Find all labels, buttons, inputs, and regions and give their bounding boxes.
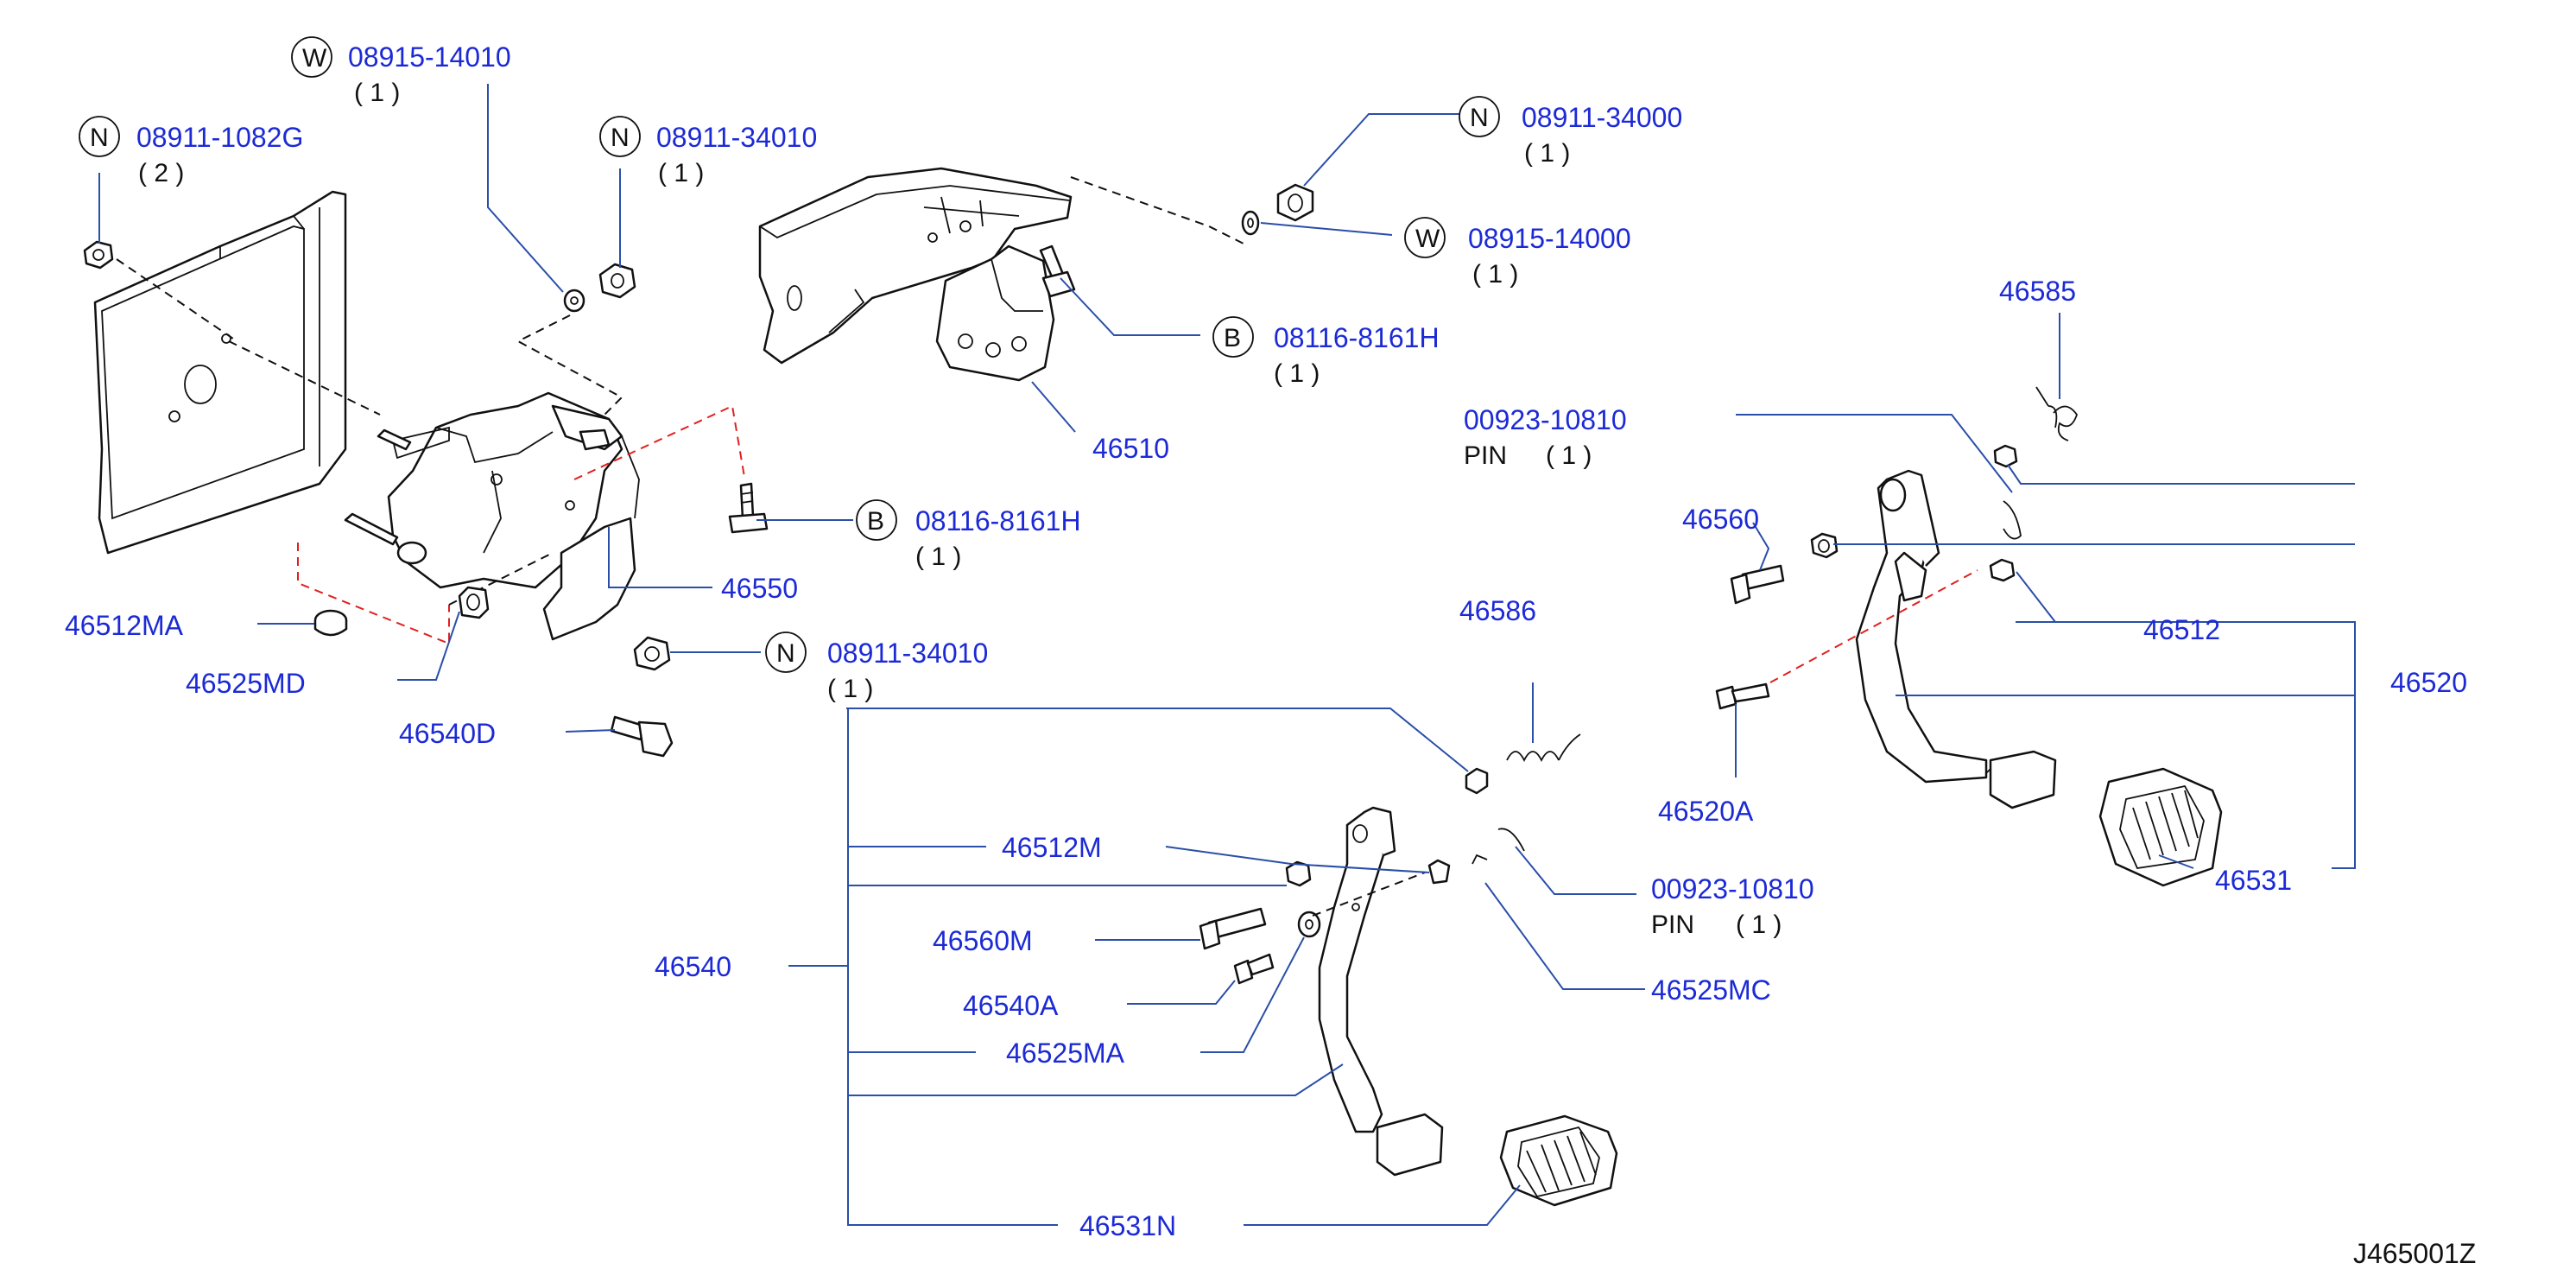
bolt-08116-8161h-mid-drawing bbox=[728, 482, 769, 534]
dash-panel-drawing bbox=[93, 190, 347, 555]
washer-08915-14010-drawing bbox=[563, 289, 585, 313]
bolt-46540a-drawing bbox=[1233, 953, 1275, 985]
label-46531n: 46531N bbox=[1079, 1210, 1176, 1241]
bolt-46560m-drawing bbox=[1199, 907, 1267, 950]
label-08911-34010-mid: 08911-34010 bbox=[827, 638, 988, 669]
label-08116-8161h-mid: 08116-8161H bbox=[915, 505, 1081, 536]
label-46525md: 46525MD bbox=[186, 668, 306, 699]
label-46560m: 46560M bbox=[933, 925, 1033, 956]
pin-desc-bottom: PIN bbox=[1651, 911, 1694, 939]
pad-46531-drawing bbox=[2098, 767, 2223, 887]
label-08116-8161h-top: 08116-8161H bbox=[1274, 322, 1440, 353]
bracket-nut-dash bbox=[1070, 176, 1244, 244]
label-46525ma: 46525MA bbox=[1006, 1038, 1125, 1069]
spring-nut-drawing bbox=[1993, 444, 2018, 468]
bushing-46560-drawing bbox=[1810, 532, 1839, 559]
bolt-08116-8161h-top-drawing bbox=[1039, 244, 1076, 298]
qty-08911-34010-top: ( 1 ) bbox=[658, 159, 704, 187]
leader-lines bbox=[98, 84, 2356, 1226]
prefix-circles bbox=[79, 36, 1500, 673]
bushing-46525md-drawing bbox=[458, 586, 490, 619]
label-08915-14010: 08915-14010 bbox=[348, 41, 511, 73]
collar-top-drawing bbox=[1465, 767, 1489, 795]
label-08911-34000: 08911-34000 bbox=[1522, 102, 1682, 133]
prefix-n-08911-1082g: N bbox=[90, 124, 109, 152]
spring-46586-drawing bbox=[1506, 733, 1581, 763]
label-46520: 46520 bbox=[2390, 667, 2467, 698]
label-00923-10810-top: 00923-10810 bbox=[1464, 404, 1627, 435]
bracket-46510-drawing bbox=[758, 167, 1073, 382]
label-08915-14000: 08915-14000 bbox=[1468, 223, 1631, 254]
label-08911-1082g: 08911-1082G bbox=[136, 122, 303, 153]
nut-46512-drawing bbox=[1989, 558, 2016, 582]
stud-dash-line bbox=[116, 258, 234, 340]
label-46586: 46586 bbox=[1459, 595, 1536, 626]
bracket-46550-drawing bbox=[344, 391, 640, 641]
washer-46525ma-drawing bbox=[1297, 911, 1321, 938]
bolt-46520a-drawing bbox=[1715, 682, 1770, 710]
pedal-46520-drawing bbox=[1855, 469, 2057, 809]
nut-08911-34000-drawing bbox=[1276, 183, 1314, 222]
prefix-n-08911-34010-top: N bbox=[611, 124, 630, 152]
prefix-n-08911-34010-mid: N bbox=[776, 639, 795, 668]
pin-desc-top: PIN bbox=[1464, 441, 1507, 470]
qty-00923-10810-top: ( 1 ) bbox=[1546, 441, 1592, 470]
label-46550: 46550 bbox=[721, 573, 798, 604]
prefix-b-08116-8161h-top: B bbox=[1224, 324, 1241, 352]
qty-08915-14010: ( 1 ) bbox=[354, 79, 400, 107]
label-46510: 46510 bbox=[1092, 433, 1169, 464]
labels: W 08915-14010 ( 1 ) N 08911-1082G ( 2 ) … bbox=[65, 41, 2476, 1269]
prefix-w-08915-14000: W bbox=[1415, 225, 1440, 253]
label-46512: 46512 bbox=[2143, 614, 2220, 645]
nut-08911-1082g-drawing bbox=[83, 240, 114, 270]
red-dash-left bbox=[297, 543, 450, 645]
bolt-46540d-drawing bbox=[610, 715, 674, 758]
label-46540: 46540 bbox=[655, 951, 731, 982]
label-00923-10810-bottom: 00923-10810 bbox=[1651, 873, 1814, 904]
label-46560: 46560 bbox=[1682, 504, 1759, 535]
qty-08116-8161h-mid: ( 1 ) bbox=[915, 543, 961, 571]
pin-00923-10810-top-drawing bbox=[2003, 500, 2022, 540]
label-46525mc: 46525MC bbox=[1651, 974, 1771, 1006]
label-46520a: 46520A bbox=[1658, 796, 1754, 827]
label-46512m: 46512M bbox=[1002, 832, 1102, 863]
qty-08911-1082g: ( 2 ) bbox=[138, 159, 184, 187]
qty-08915-14000: ( 1 ) bbox=[1472, 260, 1518, 289]
pad-46531n-drawing bbox=[1499, 1114, 1618, 1207]
pedal-46540-drawing bbox=[1318, 806, 1444, 1177]
prefix-w-08915-14010: W bbox=[302, 44, 327, 73]
clip-46525mc-drawing bbox=[1427, 828, 1525, 885]
nut-08911-34010-top-drawing bbox=[598, 263, 636, 299]
label-46540a: 46540A bbox=[963, 990, 1059, 1021]
red-dash-pedal bbox=[1769, 569, 1978, 683]
pedal-pivot-dash bbox=[1312, 872, 1426, 917]
stud-dash-line-2 bbox=[228, 340, 381, 416]
label-46531: 46531 bbox=[2215, 865, 2292, 896]
qty-00923-10810-bottom: ( 1 ) bbox=[1736, 911, 1782, 939]
label-46512ma: 46512MA bbox=[65, 610, 184, 641]
bushing-46512m-drawing bbox=[1285, 860, 1312, 887]
nut-08911-34010-mid-drawing bbox=[633, 636, 671, 671]
qty-08911-34000: ( 1 ) bbox=[1524, 139, 1570, 168]
prefix-n-08911-34000: N bbox=[1470, 104, 1489, 132]
label-46540d: 46540D bbox=[399, 718, 496, 749]
label-08911-34010-top: 08911-34010 bbox=[656, 122, 817, 153]
diagram-code: J465001Z bbox=[2353, 1238, 2476, 1269]
washer-dash bbox=[516, 314, 623, 424]
red-dash-right bbox=[573, 404, 745, 480]
bolt-46560-drawing bbox=[1730, 564, 1785, 605]
parts-drawing bbox=[83, 167, 2223, 1207]
plug-46512ma-drawing bbox=[313, 609, 348, 637]
spring-46585-drawing bbox=[2035, 386, 2079, 441]
label-46585: 46585 bbox=[1999, 276, 2076, 307]
qty-08911-34010-mid: ( 1 ) bbox=[827, 675, 873, 703]
qty-08116-8161h-top: ( 1 ) bbox=[1274, 359, 1320, 388]
washer-08915-14000-drawing bbox=[1241, 210, 1260, 236]
prefix-b-08116-8161h-mid: B bbox=[867, 507, 884, 536]
